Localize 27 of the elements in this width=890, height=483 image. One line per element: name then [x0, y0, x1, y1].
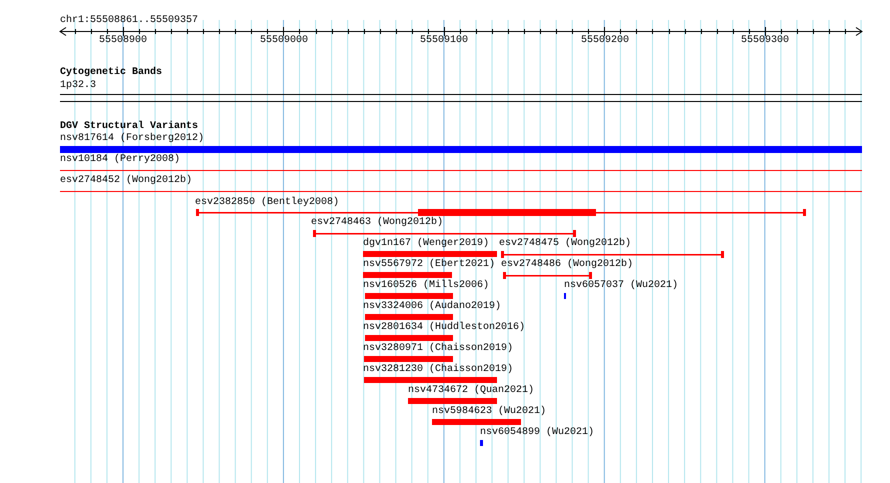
variant-label: esv2382850 (Bentley2008) [195, 197, 340, 209]
variant-label: nsv4734672 (Quan2021) [408, 385, 534, 397]
variant-label: nsv5984623 (Wu2021) [432, 406, 546, 418]
tick-label: 55509100 [420, 35, 468, 47]
variant-label: nsv6054899 (Wu2021) [480, 427, 594, 439]
variant-label: nsv10184 (Perry2008) [60, 154, 180, 166]
variant-label: nsv3324006 (Audano2019) [363, 301, 502, 313]
variant-label: nsv3281230 (Chaisson2019) [363, 364, 514, 376]
tick-label: 55509000 [260, 35, 308, 47]
variant-label: nsv3280971 (Chaisson2019) [363, 343, 514, 355]
variant-label: esv2748452 (Wong2012b) [60, 175, 192, 187]
tick-label: 55509200 [581, 35, 629, 47]
variant-label: nsv5567972 (Ebert2021) [363, 259, 496, 271]
track-heading: DGV Structural Variants [60, 121, 198, 132]
variant-label: esv2748475 (Wong2012b) [499, 238, 632, 250]
tick-label: 55508900 [99, 35, 147, 47]
variant-label: nsv2801634 (Huddleston2016) [363, 322, 526, 334]
tick-label: 55509300 [741, 35, 789, 47]
variant-label: esv2748486 (Wong2012b) [501, 259, 634, 271]
track-heading: Cytogenetic Bands [60, 67, 162, 79]
coordinate-range: chr1:55508861..55509357 [60, 15, 198, 27]
variant-label: nsv817614 (Forsberg2012) [60, 133, 204, 145]
variant-label: esv2748463 (Wong2012b) [311, 217, 444, 229]
variant-label: nsv6057037 (Wu2021) [564, 280, 678, 292]
variant-label: dgv1n167 (Wenger2019) [363, 238, 490, 250]
band-label: 1p32.3 [60, 80, 96, 92]
variant-label: nsv160526 (Mills2006) [363, 280, 490, 292]
